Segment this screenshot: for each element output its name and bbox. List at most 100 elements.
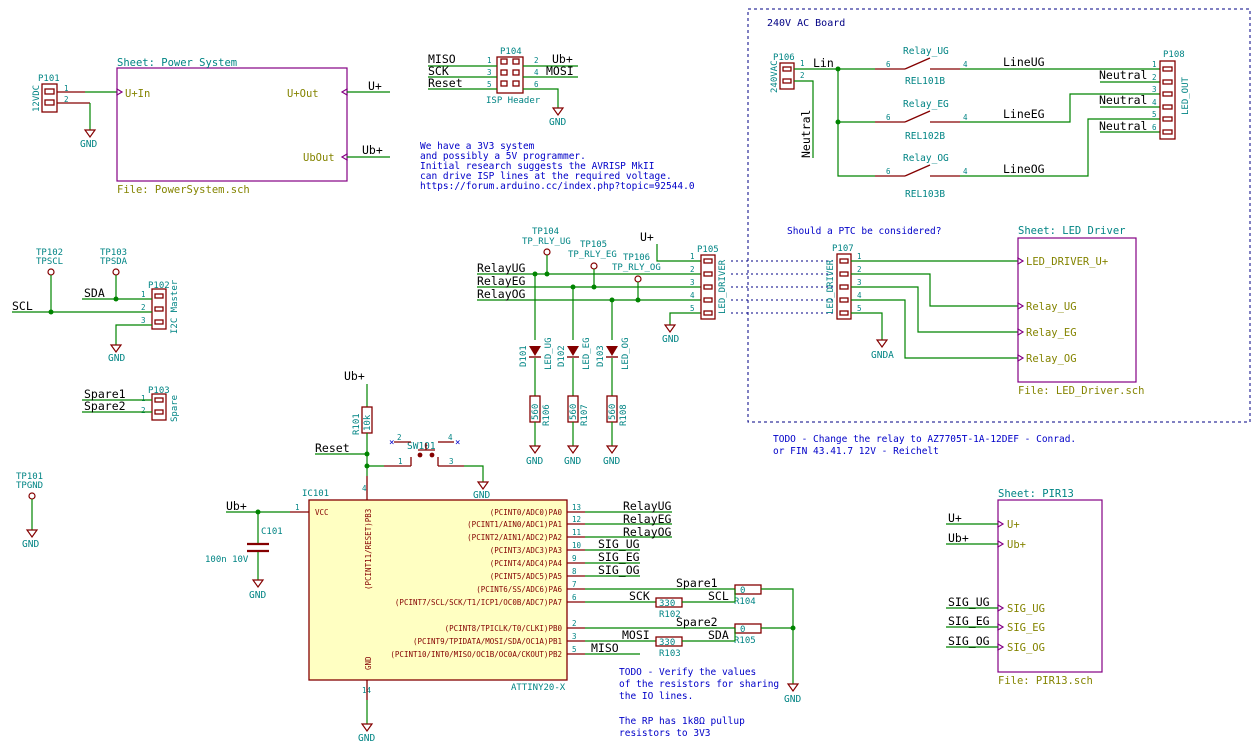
isp-mosi: MOSI xyxy=(546,64,574,78)
p103-pin2: 2 xyxy=(141,406,146,415)
ic101-pin-number: 7 xyxy=(572,580,577,589)
tp101-testpoint: TP101 TPGND GND xyxy=(16,472,43,550)
p105-connector: P105 LED_DRIVER 1 2 3 4 5 xyxy=(690,245,728,320)
d101-ref: D101 xyxy=(519,345,529,367)
c101-capacitor: C101 100n 10V xyxy=(205,527,283,565)
rtodo-line1: TODO - Verify the values xyxy=(619,667,756,678)
p106-value: 240VAC xyxy=(770,60,780,93)
c101-gnd: GND xyxy=(249,590,266,601)
neutral-2: Neutral xyxy=(1099,93,1147,107)
tp104-value: TP_RLY_UG xyxy=(522,237,571,247)
power-pin-ubout: UbOut xyxy=(303,152,335,164)
i2c-gnd: GND xyxy=(108,353,125,364)
led-driver-sheet: Sheet: LED Driver File: LED_Driver.sch L… xyxy=(1017,225,1144,397)
ic-sigug: SIG_UG xyxy=(598,537,640,551)
isp-sck: SCK xyxy=(428,64,449,78)
p105-u-plus: U+ xyxy=(640,230,654,244)
p108-pin6: 6 xyxy=(1152,123,1157,132)
p107-connector: P107 LED_DRIVER 1 2 3 4 5 xyxy=(826,244,862,320)
gnd-label: GND xyxy=(80,139,97,150)
sw-gnd: GND xyxy=(473,490,490,501)
pir-sheet-title: Sheet: PIR13 xyxy=(998,488,1074,500)
p104-pin6: 6 xyxy=(534,80,539,89)
ic101-right-pins: (PCINT0/ADC0)PA0 13 (PCINT1/AIN0/ADC1)PA1 1… xyxy=(390,503,585,659)
ic101-pin-name: (PCINT2/AIN1/ADC2)PA2 xyxy=(467,533,562,542)
p105-value: LED_DRIVER xyxy=(718,259,728,314)
pir-net-sigog: SIG_OG xyxy=(948,634,990,648)
sw101-pin2: 2 xyxy=(397,433,402,442)
tp105-testpoint: TP105 TP_RLY_EG xyxy=(568,240,617,287)
p108-connector: P108 LED_OUT 1 2 3 4 5 6 xyxy=(1152,50,1191,140)
gnd-symbol: GND xyxy=(80,129,97,150)
tp101-gnd: GND xyxy=(22,539,39,550)
power-pin-uin: U+In xyxy=(125,88,150,100)
isp-ub-plus: Ub+ xyxy=(552,52,573,66)
sw101-ref: SW101 xyxy=(407,441,436,452)
ic101-pin-number: 13 xyxy=(572,503,581,512)
ic-gnd: GND xyxy=(358,733,375,744)
ic101-pin-name: (PCINT3/ADC3)PA3 xyxy=(490,546,562,555)
c101-ref: C101 xyxy=(261,527,283,537)
p102-pin3: 3 xyxy=(141,316,146,325)
svg-text:×: × xyxy=(389,438,394,448)
ic-relayeg: RelayEG xyxy=(623,512,672,526)
power-pin-uout: U+Out xyxy=(287,88,319,100)
r108-value: 560 xyxy=(608,404,618,420)
isp-reset: Reset xyxy=(428,76,463,90)
ic101-pin-name: (PCINT0/ADC0)PA0 xyxy=(490,508,563,517)
p108-value: LED_OUT xyxy=(1181,76,1191,115)
p104-isp-header: P104 ISP Header 1 2 3 4 5 6 xyxy=(486,47,541,106)
tp105-value: TP_RLY_EG xyxy=(568,250,617,260)
ic101-pin-number: 12 xyxy=(572,515,581,524)
ic101-pin-number: 3 xyxy=(572,632,577,641)
p101-ref: P101 xyxy=(38,74,60,84)
ic-spare2: Spare2 xyxy=(676,615,718,629)
p106-pin2: 2 xyxy=(800,71,805,80)
d102-value: LED_EG xyxy=(582,337,592,370)
r-scl: SCL xyxy=(708,589,729,603)
ic-mosi: MOSI xyxy=(622,628,650,642)
net-ub-plus: Ub+ xyxy=(362,143,383,157)
r101-ref: R101 xyxy=(352,413,362,435)
tp106-testpoint: TP106 TP_RLY_OG xyxy=(612,253,661,300)
p107-pin3: 3 xyxy=(857,278,862,287)
p105-pin3: 3 xyxy=(690,278,695,287)
ic-sigog: SIG_OG xyxy=(598,563,640,577)
isp-note-line1: We have a 3V3 system xyxy=(420,141,535,152)
ptc-note: Should a PTC be considered? xyxy=(787,226,941,237)
ic-sigeg: SIG_EG xyxy=(598,550,640,564)
tp101-ref: TP101 xyxy=(16,472,43,482)
pir-pin-sigeg: SIG_EG xyxy=(1007,622,1045,634)
p106-lin: Lin xyxy=(813,56,834,70)
ic101-pin-name: (PCINT10/INT0/MISO/OC1B/OC0A/CKOUT)PB2 xyxy=(390,650,562,659)
p104-pin4: 4 xyxy=(534,68,539,77)
d102-ref: D102 xyxy=(557,345,567,367)
led-sheet-title: Sheet: LED Driver xyxy=(1018,225,1125,237)
r107-ref: R107 xyxy=(580,404,590,426)
p105-relayog: RelayOG xyxy=(477,287,526,301)
ic101-pin-name: (PCINT9/TPIDATA/MOSI/SDA/OC1A)PB1 xyxy=(413,637,562,646)
ic101-pin-number: 9 xyxy=(572,554,577,563)
p101-pin2: 2 xyxy=(64,95,69,104)
rtodo-line6: resistors to 3V3 xyxy=(619,728,711,739)
p107-pin2: 2 xyxy=(857,265,862,274)
pir-net-sigeg: SIG_EG xyxy=(948,614,990,628)
ic101-value: ATTINY20-X xyxy=(511,683,566,693)
pir-pin-uplus: U+ xyxy=(1007,519,1020,531)
reset-ub-plus: Ub+ xyxy=(344,369,365,383)
pir13-sheet: Sheet: PIR13 File: PIR13.sch U+ Ub+ SIG_… xyxy=(997,488,1103,687)
relay-todo-note: TODO - Change the relay to AZ7705T-1A-12… xyxy=(773,434,1076,457)
p105-pin1: 1 xyxy=(690,252,695,261)
led-pin-relayog: Relay_OG xyxy=(1026,353,1077,365)
isp-note-line4: can drive ISP lines at the required volt… xyxy=(420,171,672,182)
r108-ref: R108 xyxy=(619,404,629,426)
ic101-pin-name: (PCINT1/AIN0/ADC1)PA1 xyxy=(467,520,562,529)
r105-resistor: 0 R105 xyxy=(734,623,762,646)
ic101-pin-name: (PCINT7/SCL/SCK/T1/ICP1/OC0B/ADC7)PA7 xyxy=(395,598,562,607)
d101-gnd: GND xyxy=(526,456,543,467)
led-column-ug: D101 LED_UG 560 R106 GND xyxy=(519,274,554,467)
ic101-pin-name: (PCINT5/ADC5)PA5 xyxy=(490,572,562,581)
pir-net-sigug: SIG_UG xyxy=(948,595,990,609)
d103-value: LED_OG xyxy=(621,337,631,370)
isp-note: We have a 3V3 system and possibly a 5V p… xyxy=(420,141,695,192)
